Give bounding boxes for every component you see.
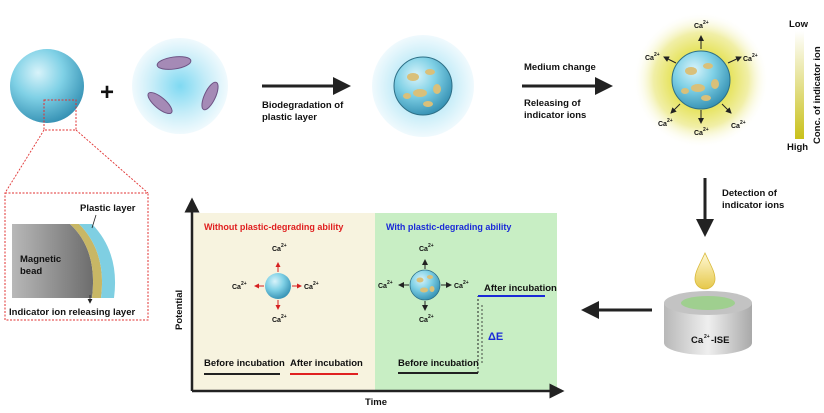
plot-right-title: With plastic-degrading ability [386, 222, 511, 232]
ise-label-ca: Ca [691, 335, 704, 346]
svg-text:Ca: Ca [272, 246, 281, 253]
svg-text:Ca: Ca [454, 283, 463, 290]
label-biodegradation-2: plastic layer [262, 112, 317, 123]
svg-text:Ca: Ca [694, 130, 703, 137]
delta-e-label: ΔE [488, 331, 503, 343]
zoom-box [43, 99, 77, 131]
label-releasing-1: Releasing of [524, 98, 581, 109]
legend-low-label: Low [789, 19, 809, 30]
svg-text:Ca: Ca [419, 317, 428, 324]
plot-right-panel [375, 213, 557, 391]
label-medium-change: Medium change [524, 62, 596, 73]
right-before-label: Before incubation [398, 358, 479, 369]
plot-left-bead [254, 262, 302, 310]
zoom-line-left [4, 129, 45, 194]
svg-text:2+: 2+ [313, 281, 319, 287]
ca-ise-sensor [664, 291, 752, 355]
magnetic-bead [10, 49, 84, 123]
svg-text:2+: 2+ [428, 243, 434, 249]
zoom-line-right [75, 129, 149, 194]
plot-left-title: Without plastic-degrading ability [204, 222, 343, 232]
ise-label-charge: 2+ [704, 334, 710, 340]
inset-plastic-pointer [91, 214, 97, 229]
releasing-bead [633, 12, 769, 148]
droplet-icon [694, 252, 716, 290]
svg-text:2+: 2+ [703, 20, 709, 26]
svg-text:Ca: Ca [645, 55, 654, 62]
plot-y-label: Potential [174, 290, 185, 330]
left-after-label: After incubation [290, 358, 363, 369]
inset-magnetic-label-1: Magnetic [20, 254, 61, 265]
label-detection-1: Detection of [722, 188, 778, 199]
bead-cross-section [12, 224, 116, 298]
svg-text:Ca: Ca [378, 283, 387, 290]
svg-text:Ca: Ca [419, 246, 428, 253]
legend-color-bar [795, 31, 804, 139]
svg-text:Ca: Ca [272, 317, 281, 324]
legend-title: Conc. of indicator ion [812, 46, 823, 144]
svg-text:2+: 2+ [387, 280, 393, 286]
plot-right-bead [398, 259, 452, 311]
svg-text:2+: 2+ [667, 118, 673, 124]
svg-text:2+: 2+ [740, 120, 746, 126]
degraded-bead [372, 35, 474, 137]
inset-magnetic-label-2: bead [20, 266, 42, 277]
inset-indicator-label: Indicator ion releasing layer [9, 307, 135, 318]
svg-text:2+: 2+ [752, 53, 758, 59]
svg-text:2+: 2+ [703, 127, 709, 133]
svg-text:2+: 2+ [463, 280, 469, 286]
inset-plastic-label: Plastic layer [80, 203, 136, 214]
legend-high-label: High [787, 142, 808, 153]
svg-text:Ca: Ca [304, 284, 313, 291]
plus-sign: + [100, 79, 114, 106]
svg-text:Ca: Ca [743, 56, 752, 63]
svg-text:2+: 2+ [428, 314, 434, 320]
plot-left-panel [192, 213, 375, 391]
label-biodegradation-1: Biodegradation of [262, 100, 344, 111]
microbe-culture [132, 38, 228, 134]
svg-text:2+: 2+ [281, 314, 287, 320]
svg-text:2+: 2+ [241, 281, 247, 287]
left-before-label: Before incubation [204, 358, 285, 369]
svg-text:Ca: Ca [232, 284, 241, 291]
plot-x-label: Time [365, 397, 387, 408]
label-releasing-2: indicator ions [524, 110, 586, 121]
svg-text:Ca: Ca [731, 123, 740, 130]
svg-text:Ca: Ca [694, 23, 703, 30]
right-after-label: After incubation [484, 283, 557, 294]
svg-text:2+: 2+ [281, 243, 287, 249]
svg-text:Ca: Ca [658, 121, 667, 128]
svg-text:2+: 2+ [654, 52, 660, 58]
label-detection-2: indicator ions [722, 200, 784, 211]
ise-label-suffix: -ISE [711, 335, 729, 346]
